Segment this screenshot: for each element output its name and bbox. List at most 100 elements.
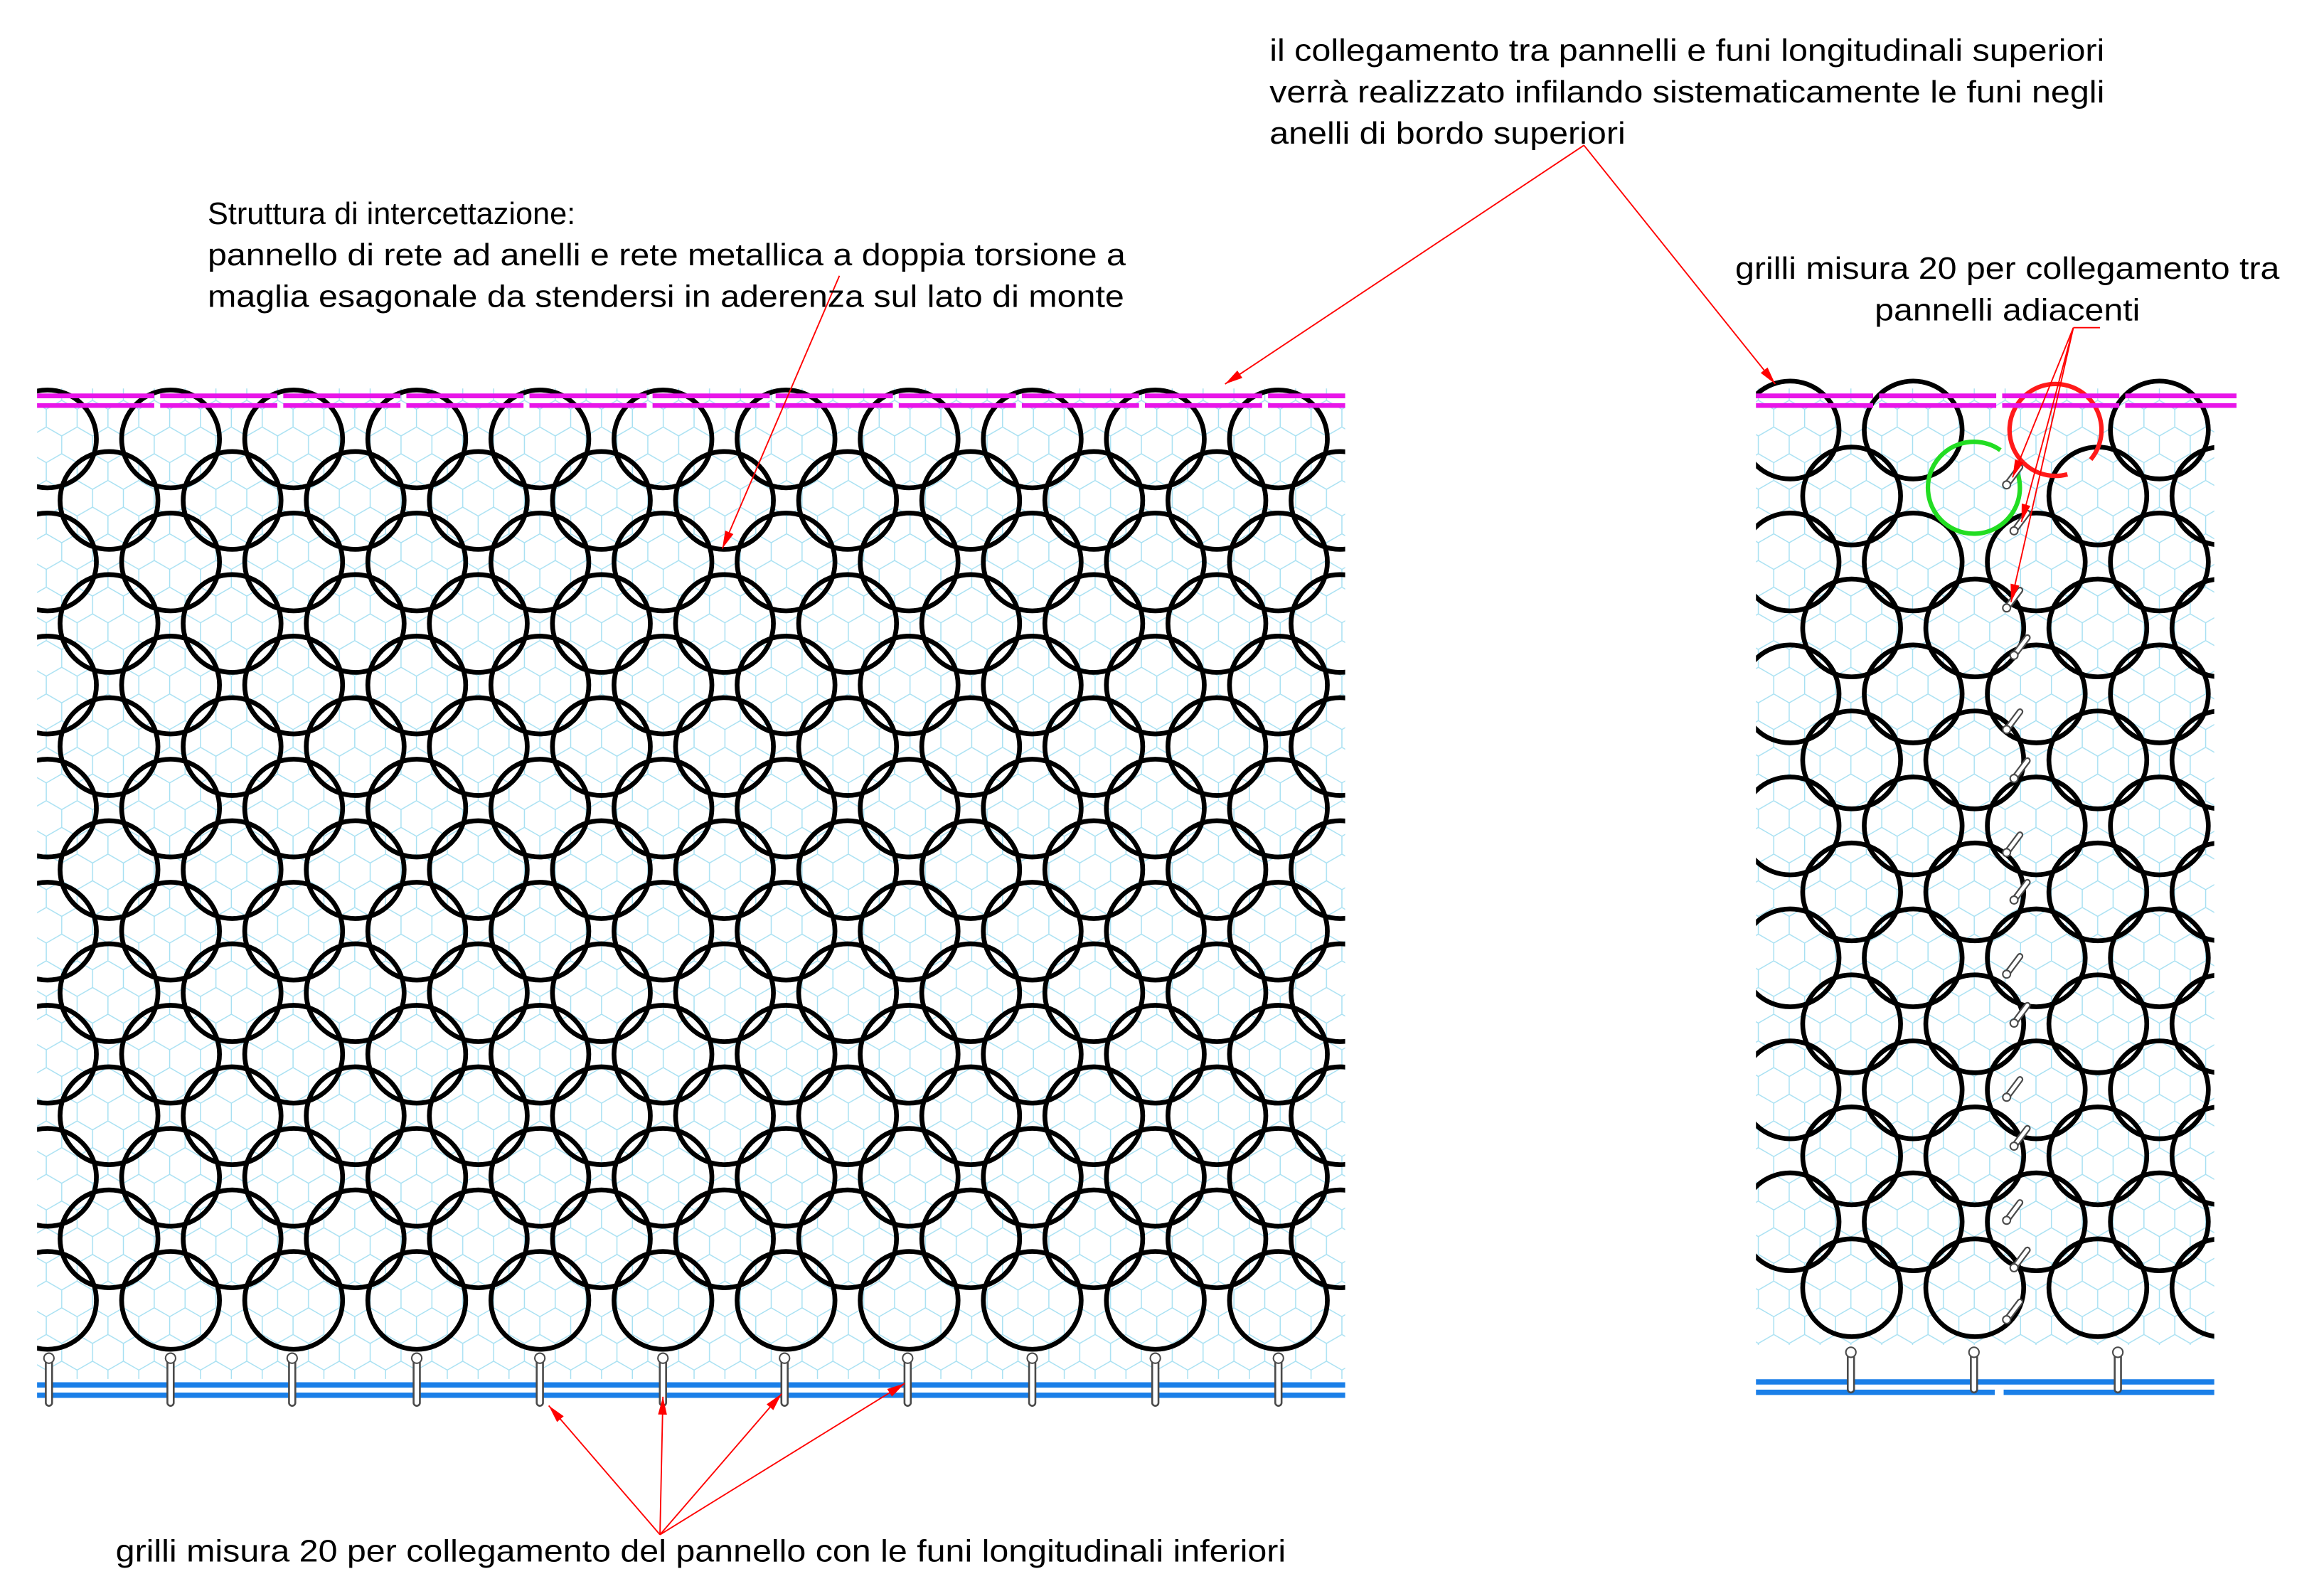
ring [119,511,222,614]
shackle-eye [2009,1142,2019,1151]
ring [2046,708,2150,812]
ring [1289,695,1345,798]
ring [58,1187,161,1290]
ring [981,757,1084,860]
ring [858,1003,961,1106]
ring [612,880,715,983]
ring [612,387,715,491]
ring [2169,1105,2214,1207]
ring [981,1249,1084,1352]
ring [1985,642,2088,745]
ring [735,1126,838,1229]
ring [242,757,346,860]
ring [1862,642,1965,745]
ring [612,1126,715,1229]
adjacent-shackles-note-line: grilli misura 20 per collegamento tra [1735,251,2280,286]
leader-line [1225,144,1584,385]
ring [58,572,161,675]
ring [2169,973,2214,1075]
ring [1104,1249,1207,1352]
ring [1985,1038,2088,1142]
ring [2108,1038,2211,1142]
shackle-eye [2009,895,2019,905]
arrowhead [767,1393,782,1410]
ring [304,449,407,552]
ring [550,818,653,921]
leader-line [1583,144,1776,385]
joint-shackle [2002,1199,2024,1225]
ring [1104,880,1207,983]
joint-shackle [2002,1076,2024,1102]
ring [1289,941,1345,1044]
ring [488,1249,592,1352]
ring [119,1003,222,1106]
shackle [1026,1352,1038,1407]
ring [673,572,776,675]
ring [304,695,407,798]
shackle [410,1352,423,1407]
arrowhead [2013,459,2024,478]
ring [365,1249,469,1352]
ring [858,757,961,860]
ring [427,695,530,798]
ring [673,449,776,552]
ring [1800,972,1903,1075]
ring [1756,511,1842,614]
shackle-eye [1149,1352,1161,1364]
ring [981,880,1084,983]
ring [304,818,407,921]
ring [1289,1187,1345,1290]
ring [181,818,284,921]
ring [735,1003,838,1106]
shackle-eye [1968,1346,1980,1358]
ring [796,818,900,921]
ring [427,818,530,921]
shackle-eye [779,1352,791,1364]
ring [37,1249,99,1352]
ring [1862,906,1965,1009]
ring [488,757,592,860]
ring [2108,1170,2211,1274]
bottom-shackles-note: grilli misura 20 per collegamento del pa… [116,1533,1286,1568]
right-lower-rope [1756,1379,2214,1395]
right-panel [1756,378,2237,1395]
joint-shackle [2009,1124,2031,1151]
shackle-eye [902,1352,914,1364]
ring [1227,1003,1330,1106]
ring [550,1064,653,1167]
ring [1756,378,1842,481]
ring [1042,1187,1146,1290]
adjacent-shackles-note: grilli misura 20 per collegamento tra pa… [1735,251,2280,327]
shackle-eye [43,1352,55,1364]
ring [1166,695,1269,798]
ring [1042,1064,1146,1167]
ring [2046,1104,2150,1208]
ring [488,1126,592,1229]
ring [1800,576,1903,680]
ring [119,387,222,491]
ring [919,695,1023,798]
shackle [164,1352,176,1407]
ring [1104,511,1207,614]
ring [304,941,407,1044]
joint-shackle [2009,1246,2031,1272]
ring [858,880,961,983]
ring [304,1064,407,1167]
ring [1227,757,1330,860]
left-panel-wire-mesh [37,388,1345,1379]
ring [796,695,900,798]
joint-shackle [2009,509,2031,536]
ring [919,572,1023,675]
shackle-eye [2009,1263,2019,1272]
ring [858,511,961,614]
ring [612,1003,715,1106]
ring [919,1187,1023,1290]
ring [2046,972,2150,1075]
joint-shackle [2009,878,2031,905]
ring [673,1187,776,1290]
highlighted-ring-red [2007,381,2104,479]
ring [1104,1126,1207,1229]
shackle-eye [1026,1352,1038,1364]
leader-line [2020,327,2074,523]
